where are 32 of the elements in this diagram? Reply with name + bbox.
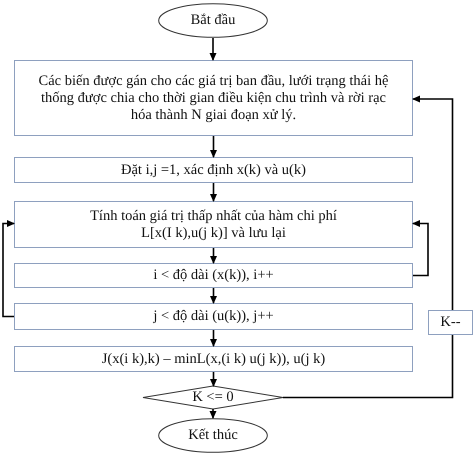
step-text: Các biến được gán cho các giá trị ban đầu, lưới trạng thái hệ thống được chia cho thời gian điều kiện chu trình và rời rạc hóa thành N giai đoạn xử lý. bbox=[38, 72, 390, 124]
process-box bbox=[14, 60, 413, 136]
process-box bbox=[14, 263, 413, 288]
process-box bbox=[14, 201, 413, 248]
arrow bbox=[210, 38, 216, 61]
step-text: Đặt i,j =1, xác định x(k) và u(k) bbox=[121, 162, 306, 178]
process-box bbox=[14, 303, 413, 330]
arrow bbox=[210, 330, 217, 347]
arrow bbox=[210, 288, 217, 304]
arrow bbox=[210, 136, 217, 158]
terminal-ellipse bbox=[158, 3, 268, 38]
terminal-ellipse bbox=[158, 418, 268, 453]
step-text: Kết thúc bbox=[188, 427, 238, 444]
arrow bbox=[412, 220, 429, 276]
arrow bbox=[210, 409, 216, 419]
decision-diamond bbox=[143, 386, 283, 409]
step-text: J(x(i k),k) – minL(x,(i k) u(j k)), u(j k) bbox=[102, 350, 326, 368]
arrow bbox=[2, 220, 15, 318]
arrow bbox=[210, 372, 217, 387]
step-text: K-- bbox=[440, 314, 461, 331]
condition-text: K <= 0 bbox=[192, 389, 234, 406]
connector-line bbox=[283, 335, 454, 398]
step-text: Tính toán giá trị thấp nhất của hàm chi phí L[x(I k),u(j k)] và lưu lại bbox=[89, 208, 338, 242]
arrow bbox=[412, 96, 454, 310]
step-text: j < độ dài (u(k)), j++ bbox=[153, 308, 274, 325]
process-box bbox=[14, 157, 413, 183]
arrow bbox=[210, 183, 217, 202]
process-box bbox=[14, 346, 413, 372]
arrow bbox=[210, 248, 217, 264]
step-text: Bắt đầu bbox=[190, 12, 236, 29]
step-text: i < độ dài (x(k)), i++ bbox=[153, 267, 274, 284]
process-box bbox=[428, 310, 473, 335]
